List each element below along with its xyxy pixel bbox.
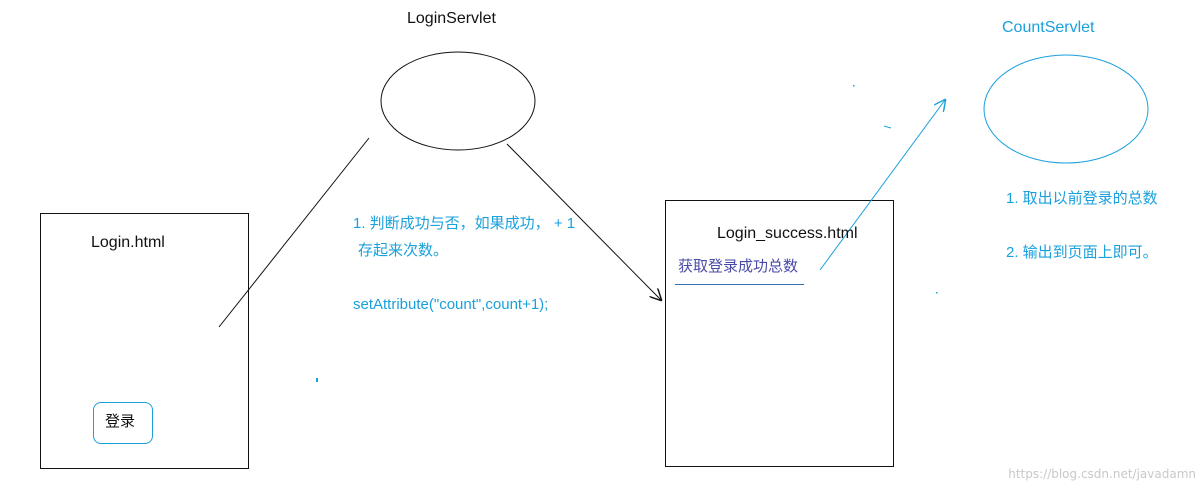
login-note-line-2: 存起来次数。 bbox=[358, 242, 449, 259]
login-servlet-node bbox=[380, 51, 536, 151]
login-note-code: setAttribute("count",count+1); bbox=[353, 296, 549, 313]
servlet-to-success-arrow bbox=[506, 143, 661, 300]
count-servlet-node bbox=[983, 54, 1149, 164]
count-servlet-label: CountServlet bbox=[1002, 19, 1095, 36]
success-page-title: Login_success.html bbox=[717, 225, 858, 242]
success-to-count-arrow bbox=[819, 100, 945, 271]
count-note-line-2: 2. 输出到页面上即可。 bbox=[1006, 244, 1158, 261]
watermark: https://blog.csdn.net/javadamn bbox=[1008, 467, 1196, 481]
login-button-label: 登录 bbox=[105, 413, 136, 430]
login-note-line-1: 1. 判断成功与否，如果成功， + 1 bbox=[353, 215, 576, 232]
login-page-title: Login.html bbox=[91, 234, 165, 251]
login-page-box bbox=[40, 213, 249, 469]
count-note-line-1: 1. 取出以前登录的总数 bbox=[1006, 190, 1158, 207]
success-count-link[interactable]: 获取登录成功总数 bbox=[678, 258, 799, 275]
login-to-servlet-line bbox=[218, 137, 370, 328]
login-button[interactable]: 登录 bbox=[93, 402, 153, 444]
success-page-box bbox=[665, 200, 894, 467]
ink-speck bbox=[883, 125, 892, 129]
ink-speck bbox=[853, 85, 855, 87]
ink-speck bbox=[936, 292, 938, 294]
ink-speck bbox=[316, 378, 318, 382]
login-servlet-label: LoginServlet bbox=[407, 10, 496, 27]
